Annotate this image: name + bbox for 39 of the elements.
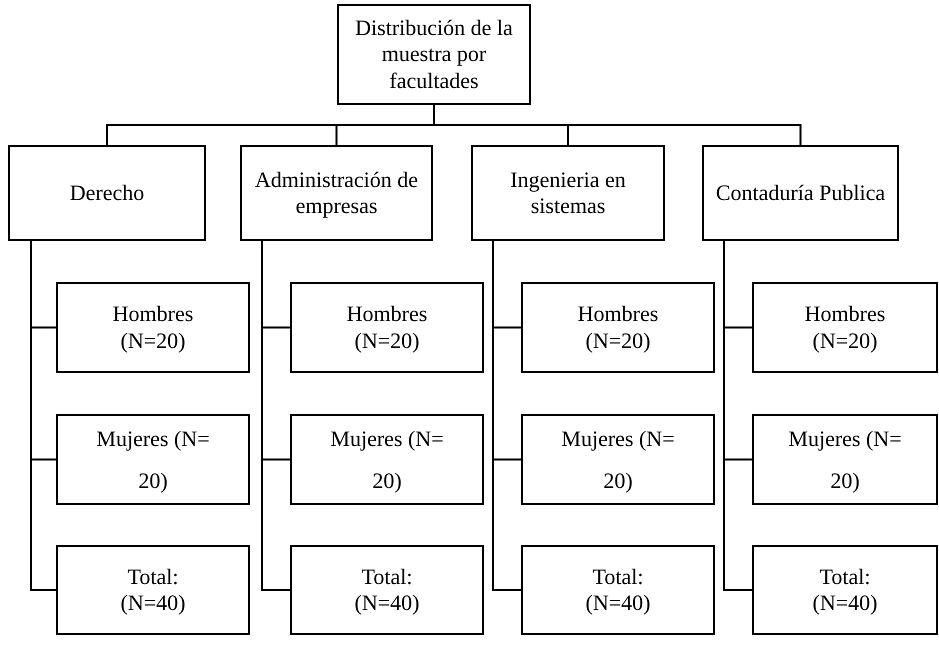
box	[240, 145, 433, 241]
connector-line	[492, 241, 521, 591]
box-label: Mujeres (N= 20)	[560, 424, 676, 495]
box	[471, 145, 665, 241]
box	[8, 145, 206, 241]
box-label: Total: (N=40)	[120, 564, 186, 616]
box	[56, 282, 250, 373]
box-label: Contaduría Publica	[716, 180, 886, 206]
connector-line	[261, 241, 290, 591]
connector-line	[723, 241, 752, 591]
box-label: Mujeres (N= 20)	[787, 424, 903, 495]
box	[290, 414, 484, 505]
box-label: Hombres (N=20)	[804, 301, 886, 354]
box-label: Mujeres (N= 20)	[329, 424, 445, 495]
box	[290, 282, 484, 373]
box-label: Total: (N=40)	[354, 564, 420, 616]
box-label: Hombres (N=20)	[576, 301, 660, 354]
box-label: Ingenieria en sistemas	[509, 166, 627, 220]
box	[752, 545, 938, 635]
box-label: Administración de empresas	[254, 166, 420, 220]
box	[337, 4, 531, 105]
box	[752, 414, 938, 505]
box-label: Hombres (N=20)	[346, 301, 428, 354]
box	[521, 545, 715, 635]
box	[702, 145, 899, 241]
box	[521, 282, 715, 373]
box-label: Total: (N=40)	[812, 564, 878, 616]
box	[56, 414, 250, 505]
box-label: Distribución de la muestra por facultades	[354, 14, 514, 94]
box-label: Derecho	[70, 180, 144, 206]
box	[56, 545, 250, 635]
connector-line	[30, 241, 56, 591]
box	[752, 282, 938, 373]
connector-line	[433, 105, 802, 145]
box	[290, 545, 484, 635]
box-label: Total: (N=40)	[584, 564, 652, 616]
box	[521, 414, 715, 505]
box-label: Mujeres (N= 20)	[95, 424, 211, 495]
box-label: Hombres (N=20)	[112, 301, 194, 354]
